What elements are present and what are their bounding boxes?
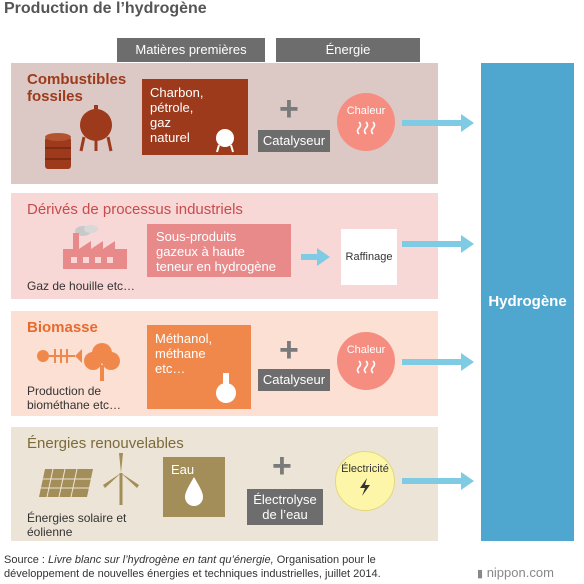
brand-text: nippon.com: [486, 565, 554, 580]
row-industrial: Dérivés de processus industriels Gaz de …: [11, 193, 438, 299]
arrow-fossil-body: [402, 120, 461, 126]
arrow-fossil-head: [461, 114, 474, 132]
raw-materials-header: Matières premières: [117, 38, 265, 62]
water-drop-icon: [185, 477, 203, 506]
flask-icon: [216, 373, 236, 403]
industrial-inner-arrow-head: [317, 248, 330, 266]
biomass-materials-box: Méthanol, méthane etc…: [147, 325, 251, 409]
plus-icon: +: [272, 447, 292, 485]
source-org-1: Organisation pour le: [273, 554, 376, 566]
electrolysis-line1: Électrolyse: [253, 492, 317, 507]
biomass-material-3: etc…: [155, 361, 186, 376]
hydrogen-label: Hydrogène: [488, 293, 567, 310]
industrial-material-3: teneur en hydrogène: [156, 259, 276, 274]
renewable-caption: Énergies solaire et éolienne: [27, 511, 126, 539]
gas-tank-small-icon: [216, 129, 234, 153]
oil-barrel-icon: [45, 133, 71, 169]
fossil-materials-box: Charbon, pétrole, gaz naturel: [142, 79, 248, 155]
heat-wave-icon: [356, 360, 376, 374]
source-title: Livre blanc sur l’hydrogène en tant qu’é…: [48, 554, 274, 566]
wind-turbine-icon: [103, 453, 139, 505]
electrolysis-line2: de l’eau: [262, 507, 308, 522]
industrial-material-2: gazeux à haute: [156, 244, 245, 259]
arrow-industrial-body: [402, 241, 461, 247]
hydrogen-output: Hydrogène: [481, 63, 574, 541]
water-label: Eau: [171, 462, 195, 477]
heat-circle: Chaleur: [337, 93, 395, 151]
solar-panel-icon: [39, 468, 93, 498]
gas-tank-icon: [79, 105, 113, 152]
fish-bone-icon: [37, 349, 82, 363]
renewable-caption-line1: Énergies solaire et: [27, 511, 127, 525]
biomass-caption-line2: biométhane etc…: [27, 398, 122, 412]
arrow-biomass-body: [402, 359, 461, 365]
source-org-2: développement de nouvelles énergies et t…: [4, 568, 381, 580]
row-fossil-fuels: Combustibles fossiles Charbon, pétrole, …: [11, 63, 438, 184]
source-note: Source : Livre blanc sur l’hydrogène en …: [4, 553, 444, 581]
arrow-renewable-body: [402, 478, 461, 484]
electrolysis-label: Électrolyse de l’eau: [247, 489, 323, 525]
arrow-biomass-head: [461, 353, 474, 371]
industrial-caption: Gaz de houille etc…: [27, 279, 136, 293]
biomass-caption: Production de biométhane etc…: [27, 384, 121, 412]
heat-circle: Chaleur: [337, 332, 395, 390]
arrow-renewable-head: [461, 472, 474, 490]
fossil-material-2: pétrole,: [150, 100, 194, 115]
biomass-energy-label: Chaleur: [346, 344, 386, 356]
fossil-process-label: Catalyseur: [258, 130, 330, 152]
row-renewable-title: Énergies renouvelables: [27, 435, 184, 452]
source-prefix: Source :: [4, 554, 49, 566]
heat-wave-icon: [356, 121, 376, 135]
lightning-icon: [360, 478, 370, 496]
row-biomass-title: Biomasse: [27, 319, 98, 336]
fossil-material-4: naturel: [150, 130, 190, 145]
brand-logo: ▮ nippon.com: [477, 565, 554, 580]
energy-header: Énergie: [276, 38, 420, 62]
row-fossil-title: Combustibles fossiles: [27, 71, 126, 105]
factory-icon: [63, 225, 127, 269]
arrow-industrial-head: [461, 235, 474, 253]
row-fossil-title-line2: fossiles: [27, 88, 83, 105]
plus-icon: +: [279, 331, 299, 369]
plus-icon: +: [279, 90, 299, 128]
renewable-energy-label: Électricité: [341, 463, 389, 475]
fossil-material-1: Charbon,: [150, 85, 204, 100]
renewable-caption-line2: éolienne: [27, 525, 73, 539]
page-title: Production de l’hydrogène: [4, 0, 207, 17]
industrial-material-1: Sous-produits: [156, 229, 237, 244]
industrial-inner-arrow-body: [301, 254, 317, 260]
biomass-process-label: Catalyseur: [258, 369, 330, 391]
row-industrial-title: Dérivés de processus industriels: [27, 201, 243, 218]
biomass-caption-line1: Production de: [27, 384, 102, 398]
row-fossil-title-line1: Combustibles: [27, 71, 127, 88]
fossil-energy-label: Chaleur: [346, 105, 386, 117]
water-box: Eau: [163, 457, 225, 517]
row-biomass: Biomasse Production de biométhane etc… M…: [11, 311, 438, 416]
refining-box: Raffinage: [341, 229, 397, 285]
biomass-material-2: méthane: [155, 346, 206, 361]
brand-icon: ▮: [477, 568, 484, 580]
electricity-circle: Électricité: [335, 451, 395, 511]
fossil-material-3: gaz: [150, 115, 171, 130]
biomass-material-1: Méthanol,: [155, 331, 213, 346]
industrial-materials-box: Sous-produits gazeux à haute teneur en h…: [147, 224, 291, 277]
tree-icon: [84, 343, 120, 381]
row-renewable: Énergies renouvelables Énergies solaire …: [11, 427, 438, 541]
